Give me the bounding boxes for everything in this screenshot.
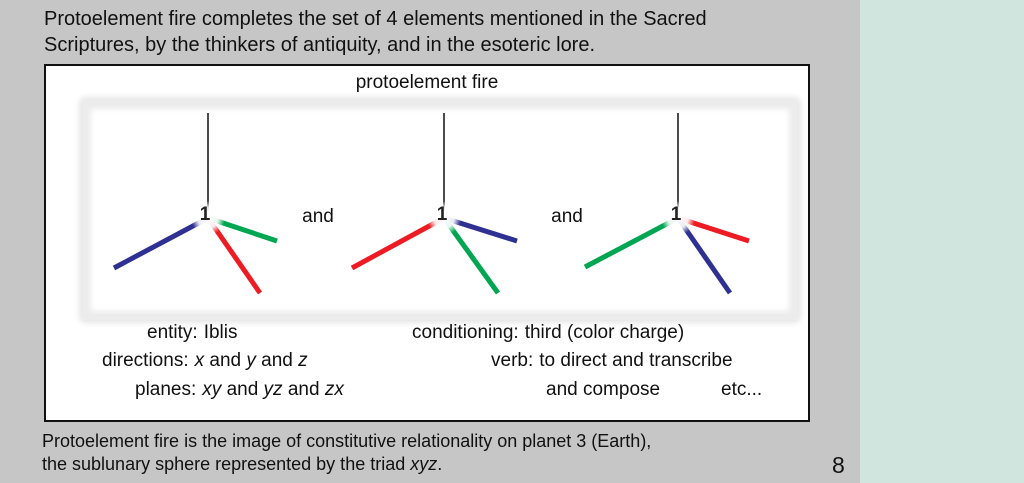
- triad-2-left-arm: [350, 215, 446, 271]
- footer-line-2-suffix: .: [437, 454, 443, 474]
- slide: Protoelement fire completes the set of 4…: [0, 0, 860, 483]
- triads-svg: 1 1 1 and and: [112, 113, 750, 295]
- footer-line-2-italic: xyz: [410, 454, 438, 474]
- page-number: 8: [832, 452, 845, 478]
- triad-1: 1: [112, 113, 278, 295]
- triad-1-center-glow: [191, 201, 225, 235]
- header-text: Protoelement fire completes the set of 4…: [44, 6, 844, 58]
- triad-1-center-label: 1: [200, 204, 211, 225]
- connector-and-1: and: [302, 206, 334, 227]
- verb-value: to direct and transcribe: [539, 350, 733, 371]
- entity-value: Iblis: [203, 322, 238, 343]
- planes-key: planes:: [135, 379, 197, 400]
- triad-2: 1: [350, 113, 518, 295]
- planes-value: xy and yz and zx: [202, 379, 344, 400]
- etc-text: etc...: [721, 379, 763, 400]
- verb-continuation-line: and compose: [546, 379, 660, 401]
- footer-line-2-prefix: the sublunary sphere represented by the …: [42, 454, 411, 474]
- triad-3: 1: [583, 113, 750, 295]
- triad-2-center-glow: [427, 201, 461, 235]
- triad-3-center-label: 1: [671, 204, 682, 225]
- connector-and-2: and: [551, 206, 583, 227]
- planes-line: planes:xy and yz and zx: [135, 379, 344, 401]
- triad-3-left-arm: [583, 215, 680, 270]
- verb-continuation: and compose: [546, 379, 661, 400]
- footer-line-2: the sublunary sphere represented by the …: [42, 453, 832, 476]
- header-line-2: Scriptures, by the thinkers of antiquity…: [44, 34, 596, 56]
- diagram-box: protoelement fire 1: [44, 64, 810, 422]
- entity-line: entity:Iblis: [147, 322, 238, 344]
- verb-key: verb:: [491, 350, 534, 371]
- conditioning-key: conditioning:: [412, 322, 519, 343]
- triad-1-left-arm: [112, 215, 210, 271]
- directions-key: directions:: [102, 350, 189, 371]
- conditioning-value: third (color charge): [524, 322, 685, 343]
- triad-3-center-glow: [661, 201, 695, 235]
- conditioning-line: conditioning:third (color charge): [412, 322, 684, 344]
- verb-line: verb:to direct and transcribe: [491, 350, 733, 372]
- glow-frame: [82, 100, 798, 320]
- directions-line: directions:x and y and z: [102, 350, 308, 372]
- footer-line-1: Protoelement fire is the image of consti…: [42, 431, 652, 451]
- entity-key: entity:: [147, 322, 198, 343]
- diagram-title: protoelement fire: [355, 72, 499, 93]
- footer-text: Protoelement fire is the image of consti…: [42, 430, 832, 476]
- triad-2-center-label: 1: [437, 204, 448, 225]
- directions-value: x and y and z: [194, 350, 308, 371]
- header-line-1: Protoelement fire completes the set of 4…: [44, 8, 707, 30]
